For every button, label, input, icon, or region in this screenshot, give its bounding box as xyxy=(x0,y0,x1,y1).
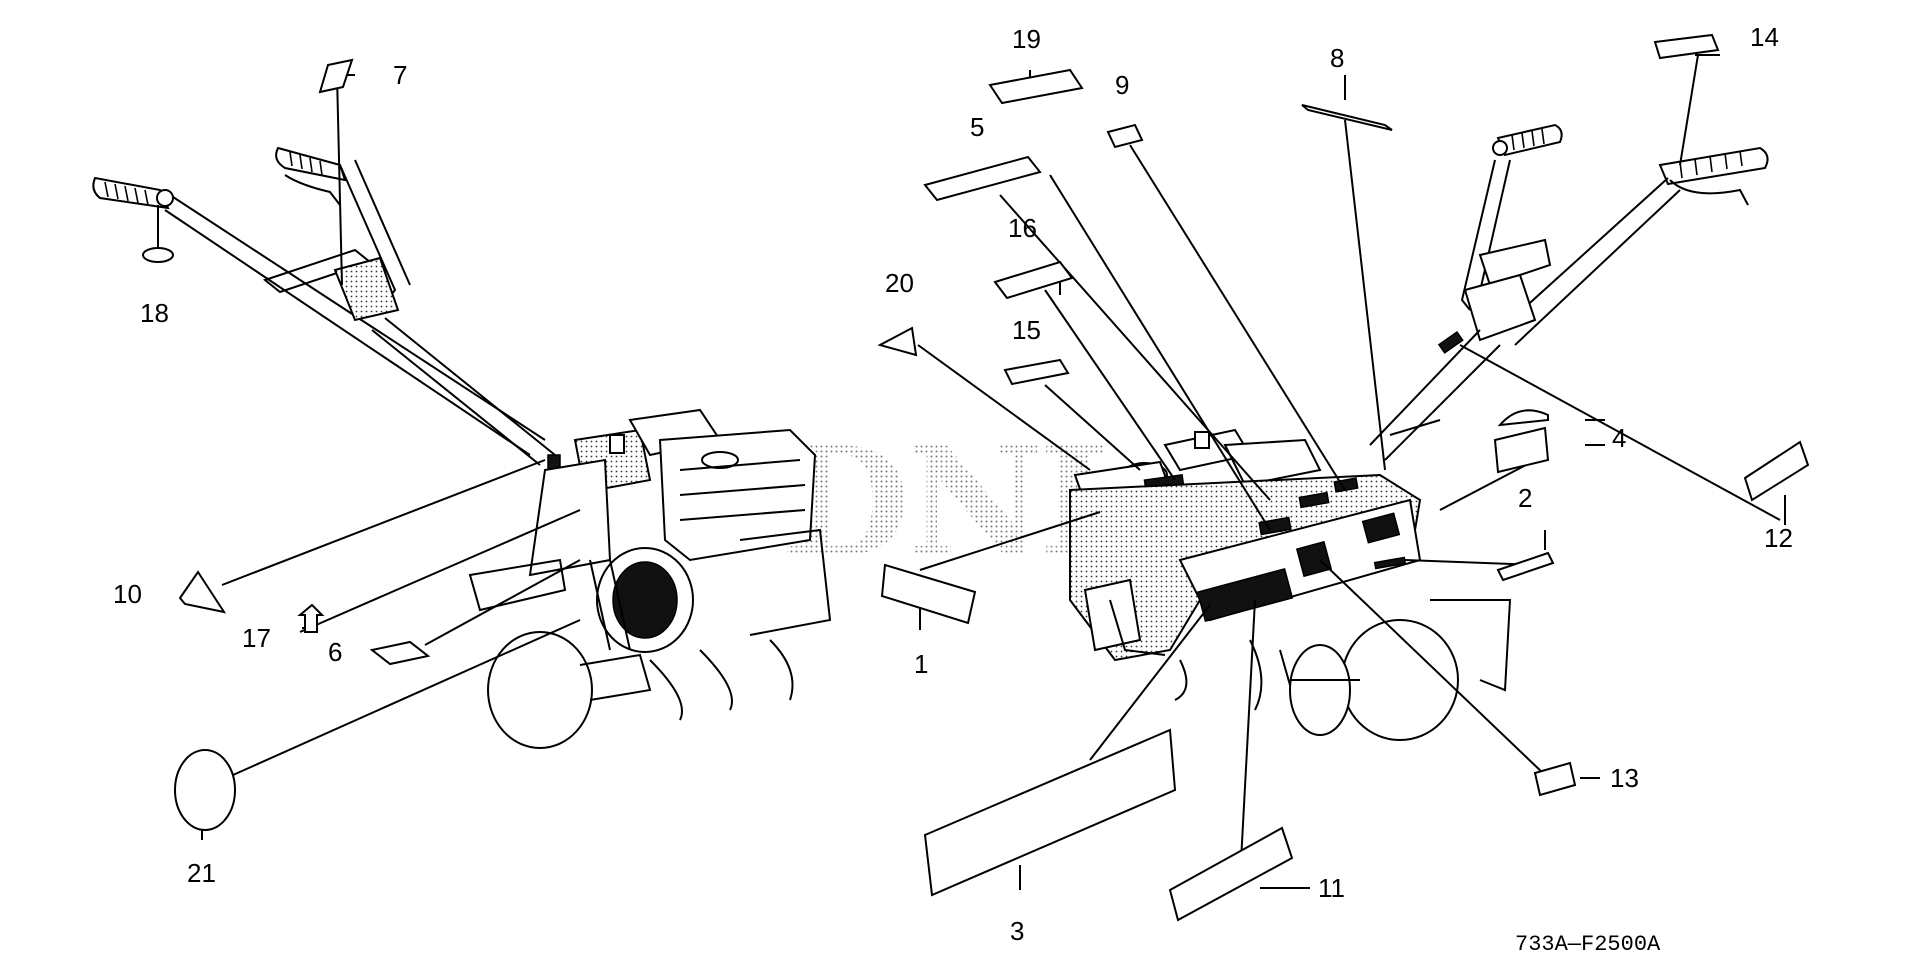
callout-7: 7 xyxy=(393,60,407,90)
decal-6 xyxy=(369,640,431,666)
callout-19: 19 xyxy=(1012,24,1041,54)
decal-20 xyxy=(877,326,918,357)
decal-18 xyxy=(142,247,174,263)
callout-10: 10 xyxy=(113,579,142,609)
callout-11: 11 xyxy=(1318,873,1345,903)
callout-2: 2 xyxy=(1518,483,1532,513)
decal-2 xyxy=(1496,551,1555,582)
callout-numbers: 7 18 10 17 6 21 20 19 5 16 15 9 8 14 4 2… xyxy=(113,22,1793,946)
callout-20: 20 xyxy=(885,268,914,298)
decal-shapes xyxy=(142,33,1810,922)
decal-1 xyxy=(880,563,977,625)
callout-17: 17 xyxy=(242,623,271,653)
callout-14: 14 xyxy=(1750,22,1779,52)
decal-13 xyxy=(1533,761,1577,797)
decal-3 xyxy=(923,728,1177,897)
callout-13: 13 xyxy=(1610,763,1639,793)
left-tiller-illustration xyxy=(92,146,832,749)
decal-5 xyxy=(923,155,1042,202)
callout-6: 6 xyxy=(328,637,342,667)
callout-18: 18 xyxy=(140,298,169,328)
callout-15: 15 xyxy=(1012,315,1041,345)
decal-4b xyxy=(1493,426,1550,474)
callout-9: 9 xyxy=(1115,70,1129,100)
decal-12 xyxy=(1743,440,1810,502)
callout-21: 21 xyxy=(187,858,216,888)
diagram-code: 733A—F2500A xyxy=(1515,932,1661,957)
callout-5: 5 xyxy=(970,112,984,142)
decal-16 xyxy=(993,260,1074,300)
callout-16: 16 xyxy=(1008,213,1037,243)
leader-lines xyxy=(157,54,1786,890)
decal-21 xyxy=(174,749,236,831)
decal-17 xyxy=(297,603,325,633)
callout-3: 3 xyxy=(1010,916,1024,946)
callout-12: 12 xyxy=(1764,523,1793,553)
callout-1: 1 xyxy=(914,649,928,679)
decal-15 xyxy=(1003,358,1070,386)
decal-11 xyxy=(1168,826,1294,922)
watermark: DNI xyxy=(780,415,1105,591)
decal-19 xyxy=(988,68,1084,105)
decal-14 xyxy=(1653,33,1720,60)
right-tiller-illustration xyxy=(1069,123,1769,741)
decal-8 xyxy=(1301,104,1393,131)
decal-10 xyxy=(178,570,227,614)
decal-9 xyxy=(1106,123,1144,149)
decal-4 xyxy=(1497,409,1549,427)
decal-7 xyxy=(318,58,354,94)
callout-8: 8 xyxy=(1330,43,1344,73)
callout-4: 4 xyxy=(1612,423,1626,453)
